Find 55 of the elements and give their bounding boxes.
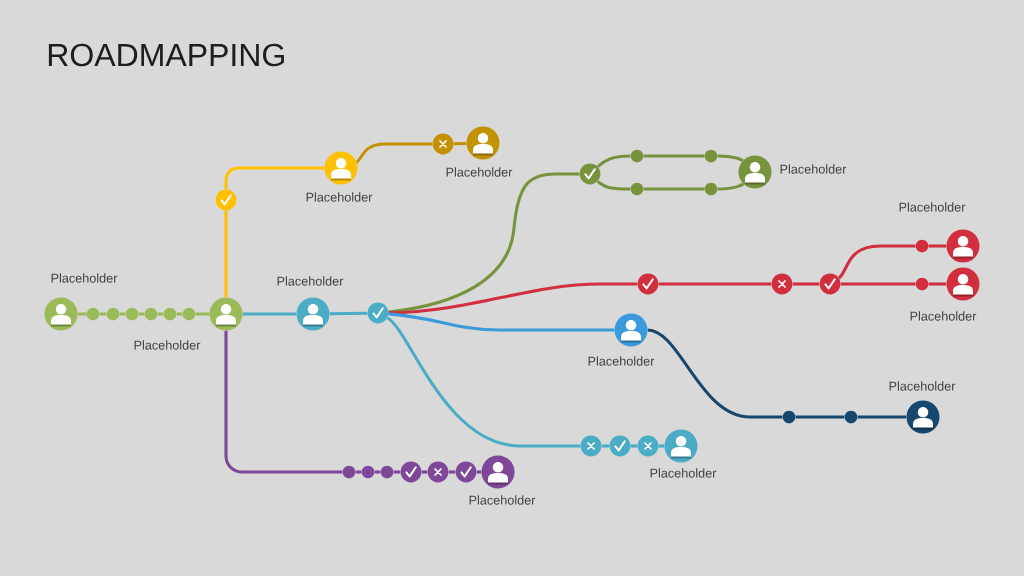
person-label: Placeholder (889, 381, 956, 391)
route-line (355, 142, 433, 164)
route-line (195, 312, 210, 316)
person-label: Placeholder (277, 276, 344, 286)
route-line (476, 470, 482, 474)
route-line (647, 328, 783, 419)
route-line (386, 316, 581, 448)
person-label: Placeholder (134, 340, 201, 350)
route-line (658, 282, 772, 286)
route-line (795, 415, 845, 419)
route-line (840, 282, 916, 286)
person-label: Placeholder (446, 167, 513, 177)
route-line (138, 312, 145, 316)
person-label: Placeholder (588, 356, 655, 366)
person-label: Placeholder (306, 192, 373, 202)
route-line (388, 312, 615, 332)
route-line (388, 172, 580, 314)
route-line (596, 154, 631, 168)
person-label: Placeholder (51, 273, 118, 283)
route-line (224, 330, 343, 474)
route-line (374, 470, 381, 474)
route-line (157, 312, 164, 316)
route-line (643, 154, 705, 158)
route-line (837, 244, 916, 280)
route-line (99, 312, 107, 316)
route-line (388, 282, 638, 315)
route-line (928, 282, 947, 286)
route-line (857, 415, 907, 419)
route-line (717, 182, 744, 191)
route-line (658, 444, 665, 448)
route-line (448, 470, 456, 474)
route-line (242, 312, 297, 316)
route-line (393, 470, 401, 474)
person-label: Placeholder (650, 468, 717, 478)
person-label: Placeholder (899, 202, 966, 212)
route-line (453, 141, 467, 146)
route-line (421, 470, 428, 474)
route-line (928, 244, 947, 248)
route-line (77, 312, 87, 316)
route-line (355, 470, 362, 474)
route-line (601, 444, 610, 448)
route-line (717, 154, 744, 162)
route-line (792, 282, 820, 286)
route-line (176, 312, 183, 316)
route-line (596, 180, 631, 191)
route-line (329, 311, 368, 316)
title: ROADMAPPING (48, 43, 284, 67)
route-line (224, 210, 228, 298)
route-line (643, 187, 705, 191)
person-label: Placeholder (469, 495, 536, 505)
person-label: Placeholder (780, 164, 847, 174)
route-line (224, 166, 325, 190)
route-line (119, 312, 126, 316)
person-label: Placeholder (910, 311, 977, 321)
route-line (630, 444, 638, 448)
